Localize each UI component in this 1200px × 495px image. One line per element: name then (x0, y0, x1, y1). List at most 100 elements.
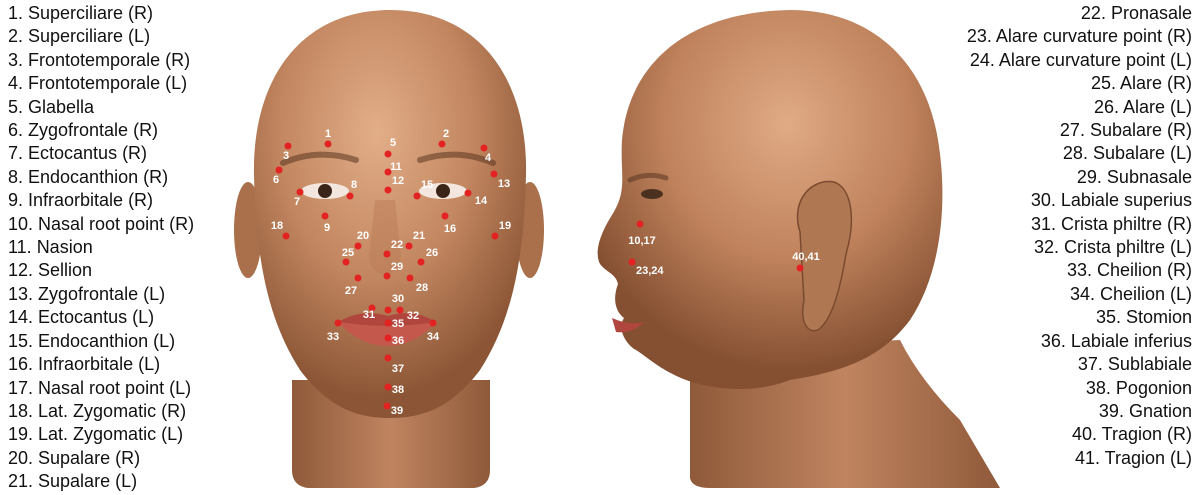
legend-item: 4. Frontotemporale (L) (8, 72, 194, 95)
landmark-dot (325, 141, 332, 148)
landmark-label: 15 (421, 179, 433, 191)
landmark-dot (385, 320, 392, 327)
landmark-dot (283, 233, 290, 240)
legend-item: 34. Cheilion (L) (967, 283, 1192, 306)
landmark-dot (384, 403, 391, 410)
legend-item: 39. Gnation (967, 400, 1192, 423)
landmark-legend-right: 22. Pronasale 23. Alare curvature point … (967, 2, 1192, 470)
landmark-dot (439, 141, 446, 148)
landmark-dot (335, 320, 342, 327)
landmark-label: 38 (392, 384, 404, 396)
legend-item: 15. Endocanthion (L) (8, 330, 194, 353)
legend-item: 28. Subalare (L) (967, 142, 1192, 165)
landmark-dot (385, 151, 392, 158)
landmark-dot (481, 145, 488, 152)
legend-item: 27. Subalare (R) (967, 119, 1192, 142)
legend-item: 30. Labiale superius (967, 189, 1192, 212)
side-eye (641, 189, 663, 199)
landmark-label: 11 (390, 161, 402, 173)
legend-item: 36. Labiale inferius (967, 330, 1192, 353)
landmark-dot (442, 213, 449, 220)
landmark-label: 21 (413, 230, 425, 242)
landmark-label: 19 (499, 220, 511, 232)
landmark-label: 9 (324, 222, 330, 234)
legend-item: 1. Superciliare (R) (8, 2, 194, 25)
landmark-label: 33 (327, 331, 339, 343)
landmark-label: 10,17 (628, 235, 656, 247)
landmark-label: 1 (325, 128, 331, 140)
landmark-label: 34 (427, 331, 440, 343)
landmark-dot (430, 320, 437, 327)
landmark-dot (355, 243, 362, 250)
landmark-dot (384, 251, 391, 258)
landmark-dot (629, 259, 636, 266)
landmark-label: 29 (391, 261, 403, 273)
landmark-dot (297, 189, 304, 196)
landmark-label: 16 (444, 223, 456, 235)
legend-item: 23. Alare curvature point (R) (967, 25, 1192, 48)
landmark-label: 25 (342, 247, 354, 259)
landmark-dot (285, 143, 292, 150)
landmark-label: 12 (392, 175, 404, 187)
landmark-label: 30 (392, 293, 404, 305)
landmark-label: 14 (475, 195, 488, 207)
legend-item: 25. Alare (R) (967, 72, 1192, 95)
landmark-dot (406, 243, 413, 250)
legend-item: 24. Alare curvature point (L) (967, 49, 1192, 72)
legend-item: 7. Ectocantus (R) (8, 142, 194, 165)
front-iris-left (436, 184, 450, 198)
legend-item: 37. Sublabiale (967, 353, 1192, 376)
landmark-label: 27 (345, 285, 357, 297)
legend-item: 11. Nasion (8, 236, 194, 259)
landmark-label: 32 (407, 310, 419, 322)
legend-item: 20. Supalare (R) (8, 447, 194, 470)
landmark-dot (343, 259, 350, 266)
landmark-label: 36 (392, 335, 404, 347)
legend-item: 31. Crista philtre (R) (967, 213, 1192, 236)
landmark-label: 18 (271, 220, 283, 232)
legend-item: 18. Lat. Zygomatic (R) (8, 400, 194, 423)
legend-item: 41. Tragion (L) (967, 447, 1192, 470)
legend-item: 17. Nasal root point (L) (8, 377, 194, 400)
legend-item: 38. Pogonion (967, 377, 1192, 400)
landmark-label: 23,24 (636, 265, 664, 277)
legend-item: 19. Lat. Zygomatic (L) (8, 423, 194, 446)
landmark-dot (385, 384, 392, 391)
landmark-label: 26 (426, 247, 438, 259)
landmark-dot (347, 193, 354, 200)
legend-item: 6. Zygofrontale (R) (8, 119, 194, 142)
landmark-dot (385, 187, 392, 194)
landmark-label: 31 (363, 309, 375, 321)
landmark-dot (276, 167, 283, 174)
legend-item: 3. Frontotemporale (R) (8, 49, 194, 72)
legend-item: 16. Infraorbitale (L) (8, 353, 194, 376)
landmark-label: 7 (294, 196, 300, 208)
landmark-label: 4 (485, 152, 492, 164)
legend-item: 33. Cheilion (R) (967, 259, 1192, 282)
landmark-label: 39 (391, 405, 403, 417)
landmark-legend-left: 1. Superciliare (R) 2. Superciliare (L) … (8, 2, 194, 494)
landmark-label: 6 (273, 174, 279, 186)
landmark-label: 2 (443, 128, 449, 140)
landmark-dot (797, 265, 804, 272)
legend-item: 9. Infraorbitale (R) (8, 189, 194, 212)
legend-item: 8. Endocanthion (R) (8, 166, 194, 189)
legend-item: 32. Crista philtre (L) (967, 236, 1192, 259)
front-iris-right (318, 184, 332, 198)
landmark-label: 13 (498, 178, 510, 190)
landmark-dot (322, 213, 329, 220)
landmark-label: 8 (351, 179, 357, 191)
landmark-dot (637, 221, 644, 228)
landmark-label: 5 (390, 137, 396, 149)
landmark-dot (397, 307, 404, 314)
landmark-label: 20 (357, 230, 369, 242)
landmark-dot (414, 193, 421, 200)
landmark-dot (407, 275, 414, 282)
landmark-dot (491, 171, 498, 178)
landmark-dot (385, 355, 392, 362)
legend-item: 26. Alare (L) (967, 96, 1192, 119)
landmark-dot (384, 273, 391, 280)
legend-item: 21. Supalare (L) (8, 470, 194, 493)
legend-item: 12. Sellion (8, 259, 194, 282)
legend-item: 5. Glabella (8, 96, 194, 119)
